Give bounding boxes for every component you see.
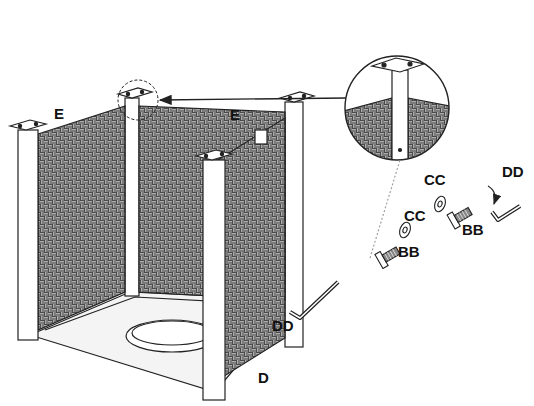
left-fasteners bbox=[290, 160, 412, 318]
part-code: CC bbox=[404, 208, 426, 223]
front-left-post bbox=[10, 120, 46, 340]
part-code: DD bbox=[272, 318, 294, 333]
detail-circle bbox=[118, 80, 158, 120]
part-code: CC bbox=[424, 172, 446, 187]
detail-arrow bbox=[160, 98, 347, 100]
part-code: BB bbox=[398, 244, 420, 259]
part-code: BB bbox=[462, 222, 484, 237]
front-right-post bbox=[196, 150, 232, 400]
part-letter: D bbox=[258, 370, 269, 385]
part-letter: E bbox=[230, 107, 240, 122]
part-letter: E bbox=[54, 106, 64, 121]
woven-panels bbox=[38, 106, 285, 388]
part-code: DD bbox=[502, 164, 524, 179]
